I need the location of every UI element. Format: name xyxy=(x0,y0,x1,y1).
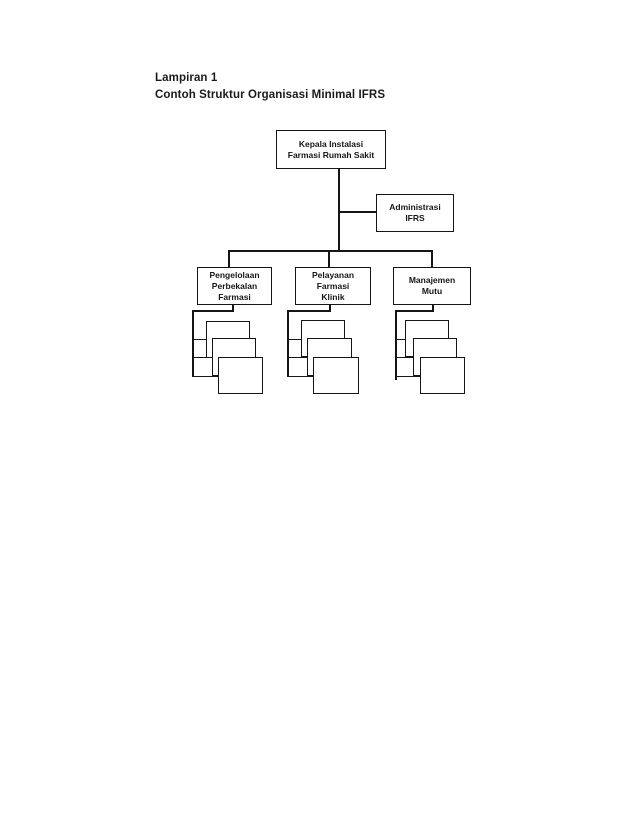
org-node-manajemen-mutu: Manajemen Mutu xyxy=(393,267,471,305)
connector-group1-sub2 xyxy=(192,356,213,358)
connector-root-vertical xyxy=(338,167,340,251)
connector-group3-sub2 xyxy=(395,356,414,358)
connector-group3-sub1 xyxy=(395,338,406,340)
connector-group2-sub1 xyxy=(287,338,302,340)
connector-group2-elbow xyxy=(287,310,331,312)
connector-group1-sub1 xyxy=(192,338,207,340)
page-heading: Lampiran 1 Contoh Struktur Organisasi Mi… xyxy=(155,70,385,104)
connector-group2-sub3 xyxy=(287,375,314,377)
connector-group1-spine xyxy=(192,310,194,377)
connector-group2-spine xyxy=(287,310,289,377)
connector-group3-spine xyxy=(395,310,397,380)
connector-distribution-line xyxy=(228,250,433,252)
connector-group1-elbow xyxy=(192,310,234,312)
connector-group1-stub xyxy=(232,304,234,311)
org-node-placeholder xyxy=(420,357,465,394)
connector-drop-pengelolaan xyxy=(228,250,230,268)
connector-group3-stub xyxy=(432,304,434,311)
connector-group3-sub3 xyxy=(395,375,421,377)
connector-administrasi-branch xyxy=(338,211,377,213)
org-node-administrasi-ifrs: Administrasi IFRS xyxy=(376,194,454,232)
connector-group2-stub xyxy=(329,304,331,311)
org-node-kepala-instalasi: Kepala Instalasi Farmasi Rumah Sakit xyxy=(276,130,386,169)
connector-drop-pelayanan xyxy=(328,250,330,268)
org-node-pengelolaan-perbekalan-farmasi: Pengelolaan Perbekalan Farmasi xyxy=(197,267,272,305)
document-title: Contoh Struktur Organisasi Minimal IFRS xyxy=(155,89,386,101)
org-node-placeholder xyxy=(313,357,359,394)
org-node-pelayanan-farmasi-klinik: Pelayanan Farmasi Klinik xyxy=(295,267,371,305)
org-node-placeholder xyxy=(218,357,263,394)
connector-group1-sub3 xyxy=(192,375,219,377)
connector-group2-sub2 xyxy=(287,356,308,358)
connector-group3-elbow xyxy=(395,310,434,312)
connector-drop-manajemen xyxy=(431,250,433,268)
appendix-label: Lampiran 1 xyxy=(155,72,218,84)
